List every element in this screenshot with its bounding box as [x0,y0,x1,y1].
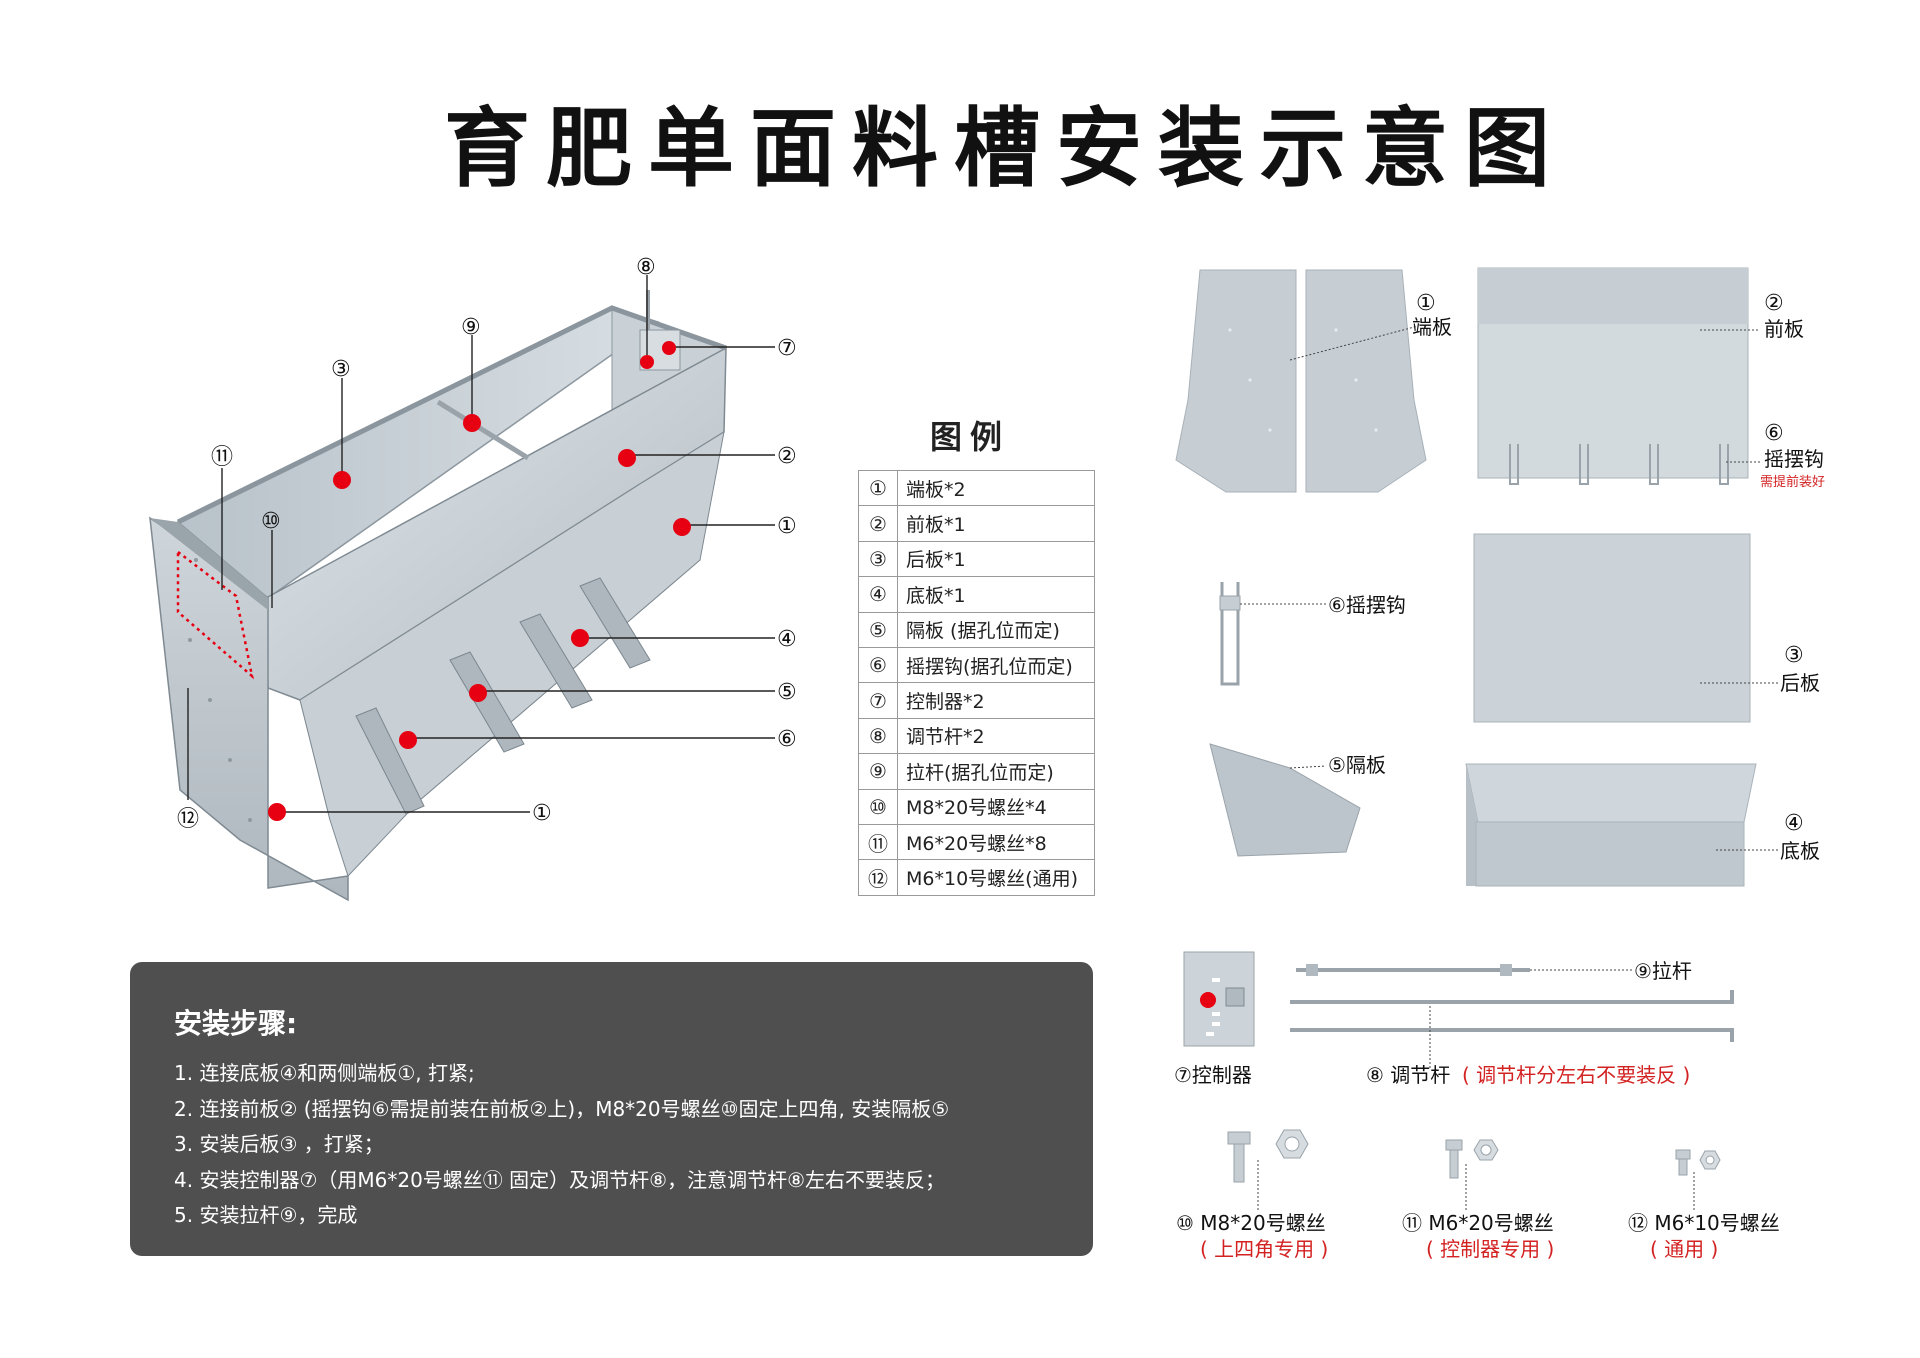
callout-10: ⑩ [261,509,281,534]
legend-text: M8*20号螺丝*4 [897,788,1095,825]
callout-12: ⑫ [177,807,199,832]
step-item: 5. 安装拉杆⑨，完成 [174,1203,358,1227]
legend-num: ② [858,505,898,542]
legend-num: ⑪ [858,823,898,861]
hook-note: 需提前装好 [1760,474,1825,490]
bolt-12-part [1675,1149,1721,1212]
legend-num: ⑫ [858,859,898,896]
divider-part [1209,743,1361,857]
callout-5: ⑤ [777,680,797,705]
bolt-10-part [1227,1129,1309,1212]
pull-rod-part [1296,964,1632,976]
adjust-rod-note: ( 调节杆分左右不要装反 ) [1462,1063,1690,1087]
callout-4: ④ [777,627,797,652]
callout-8: ⑧ [636,255,656,280]
bolt-12-label: ⑫ M6*10号螺丝 [1628,1211,1780,1235]
end-plate-parts [1175,269,1427,493]
callout-7: ⑦ [777,336,797,361]
legend-text: 底板*1 [897,576,1095,613]
hook-num: ⑥ [1764,421,1784,446]
back-plate-num: ③ [1784,643,1804,668]
adjust-rod-part [1290,990,1734,1068]
legend-text: 隔板 (据孔位而定) [897,611,1095,648]
callout-2: ② [777,444,797,469]
end-plate-label: 端板 [1412,315,1452,339]
front-plate-num: ② [1764,291,1784,316]
bottom-plate-part [1465,763,1778,887]
bolt-11-label: ⑪ M6*20号螺丝 [1402,1211,1554,1235]
legend-num: ⑦ [858,682,898,719]
installation-steps-panel: 安装步骤: 1. 连接底板④和两侧端板①, 打紧; 2. 连接前板② (摇摆钩⑥… [130,962,1093,1256]
steps-list: 1. 连接底板④和两侧端板①, 打紧; 2. 连接前板② (摇摆钩⑥需提前装在前… [174,1056,949,1234]
step-item: 2. 连接前板② (摇摆钩⑥需提前装在前板②上)，M8*20号螺丝⑩固定上四角,… [174,1096,950,1121]
legend-text: 前板*1 [897,505,1095,542]
legend-text: M6*10号螺丝(通用) [897,859,1095,896]
legend-num: ⑤ [858,611,898,648]
step-item: 4. 安装控制器⑦（用M6*20号螺丝⑪ 固定）及调节杆⑧，注意调节杆⑧左右不要… [174,1167,946,1192]
bolt-10-label: ⑩ M8*20号螺丝 [1176,1211,1326,1235]
page-title: 育肥单面料槽安装示意图 [444,98,1566,199]
legend-num: ④ [858,576,898,613]
legend-num: ③ [858,540,898,578]
legend-num: ⑩ [858,788,898,825]
step-item: 3. 安装后板③ ，打紧； [174,1132,384,1156]
callout-9: ⑨ [461,315,481,340]
legend-text: 摇摆钩(据孔位而定) [897,646,1095,684]
legend-title: 图例 [929,418,1010,456]
legend-num: ⑧ [858,717,898,755]
hook-single-label: ⑥摇摆钩 [1328,593,1406,617]
end-plate-num: ① [1416,291,1436,316]
legend-num: ⑥ [858,646,898,684]
callout-1-top: ① [777,514,797,539]
callout-1-bottom: ① [532,801,552,826]
bolt-11-part [1445,1139,1499,1212]
callout-3: ③ [331,357,351,382]
callout-11: ⑪ [211,445,233,470]
bolt-11-note: ( 控制器专用 ) [1426,1237,1554,1261]
legend-text: 拉杆(据孔位而定) [897,753,1095,790]
bottom-plate-label: 底板 [1780,839,1820,863]
step-item: 1. 连接底板④和两侧端板①, 打紧; [174,1061,475,1085]
bolt-10-note: ( 上四角专用 ) [1200,1237,1328,1261]
adjust-rod-label: ⑧ 调节杆 [1366,1063,1450,1087]
hook-part [1219,582,1326,686]
legend-text: 后板*1 [897,540,1095,578]
legend-text: 控制器*2 [897,682,1095,719]
callout-6: ⑥ [777,727,797,752]
bolt-12-note: ( 通用 ) [1650,1237,1718,1261]
back-plate-part [1473,533,1778,723]
legend-text: M6*20号螺丝*8 [897,823,1095,861]
steps-title: 安装步骤: [174,1007,298,1040]
divider-label: ⑤隔板 [1328,753,1386,777]
back-plate-label: 后板 [1780,671,1820,695]
legend-text: 调节杆*2 [897,717,1095,755]
pull-rod-label: ⑨拉杆 [1634,959,1692,983]
trough-assembly [149,290,727,902]
bottom-plate-num: ④ [1784,811,1804,836]
front-plate-part [1477,267,1760,485]
controller-part [1183,951,1255,1047]
hook-label: 摇摆钩 [1764,447,1824,471]
controller-label: ⑦控制器 [1174,1063,1252,1087]
legend-num: ⑨ [858,753,898,790]
legend-text: 端板*2 [897,469,1095,507]
front-plate-label: 前板 [1764,317,1804,341]
legend-num: ① [858,469,898,507]
